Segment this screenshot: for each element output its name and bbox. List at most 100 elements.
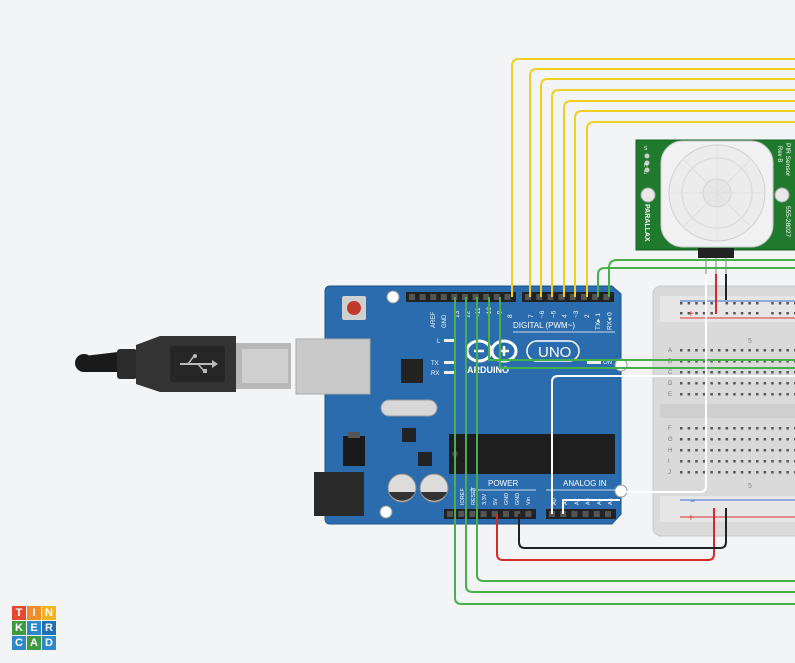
pin-label-analog: A1	[563, 498, 569, 505]
breadboard-row-label: D	[668, 381, 673, 387]
led-rx-label: RX	[431, 371, 439, 377]
power-header[interactable]	[444, 509, 536, 519]
breadboard-row-label: I	[668, 459, 670, 465]
wire-d12[interactable]	[465, 297, 795, 593]
wire-5v[interactable]	[496, 508, 715, 561]
logo-letter: A	[27, 636, 41, 650]
usb-cable[interactable]	[75, 336, 291, 392]
pin-label-digital: 7	[528, 314, 535, 318]
pin-label-analog: A5	[608, 498, 614, 505]
wire-analog-white-2[interactable]	[562, 499, 620, 514]
digital-header-high[interactable]	[406, 292, 516, 302]
pin-label-power: GND	[515, 493, 521, 505]
usb-port[interactable]	[295, 338, 371, 395]
mounting-hole	[379, 505, 393, 519]
pin-label-power: RESET	[471, 486, 477, 505]
rail-plus-label-bottom: +	[688, 513, 694, 524]
pin-label-power: GND	[504, 493, 510, 505]
atmega328p-chip	[449, 434, 615, 474]
logo-letter: K	[12, 621, 26, 635]
pin-label-analog: A2	[574, 498, 580, 505]
logo-letter: D	[42, 636, 56, 650]
pin-label-analog: A0	[552, 498, 558, 505]
pin-label-digital: ~3	[573, 310, 580, 318]
digital-header-low[interactable]	[522, 292, 614, 302]
power-section-label: POWER	[488, 479, 518, 488]
breadboard-row-label: E	[668, 392, 672, 398]
pin-label-digital: ~5	[550, 310, 557, 318]
tinkercad-logo[interactable]: T I N K E R C A D	[12, 606, 56, 650]
breadboard-row-label: J	[668, 470, 671, 476]
pir-brand-text: PARALLAX	[643, 204, 650, 242]
pin-label-gnd: GND	[442, 314, 448, 328]
wire-d6[interactable]	[540, 78, 795, 297]
wire-d0[interactable]	[608, 259, 795, 297]
pin-label-digital: ~11	[475, 307, 482, 318]
rail-minus-label-top: −	[690, 296, 695, 306]
wire-d4[interactable]	[563, 100, 795, 297]
rail-plus-label-top: +	[688, 309, 694, 320]
pin-label-digital: 13	[454, 310, 461, 318]
wire-d7[interactable]	[529, 68, 795, 297]
pin-label-power: IOREF	[460, 488, 466, 505]
on-led-label: ON	[603, 360, 612, 366]
wire-d2[interactable]	[586, 121, 795, 297]
pin-label-digital: ~6	[539, 310, 546, 318]
breadboard-row-label: A	[668, 348, 672, 354]
wire-d9[interactable]	[499, 297, 795, 369]
logo-letter: R	[42, 621, 56, 635]
wire-pir-out[interactable]	[620, 274, 707, 493]
pir-pin-label: S	[644, 146, 648, 152]
wire-d8[interactable]	[511, 58, 795, 297]
wires-green	[454, 259, 795, 605]
pin-label-digital: 12	[465, 310, 472, 318]
logo-letter: I	[27, 606, 41, 620]
pir-title-text: PIR Sensor	[784, 143, 791, 177]
wire-analog-white[interactable]	[551, 375, 795, 514]
column-mark-bottom: 5	[748, 483, 752, 490]
led-tx-label: TX	[431, 361, 439, 367]
power-jack[interactable]	[314, 472, 364, 516]
wire-d3[interactable]	[574, 110, 795, 297]
pin-label-analog: A3	[586, 498, 592, 505]
arduino-brand-text: ARDUINO	[467, 365, 509, 375]
pin-label-digital: 8	[507, 314, 514, 318]
wire-d11[interactable]	[476, 297, 795, 582]
wire-d5[interactable]	[551, 89, 795, 297]
wire-d10[interactable]	[488, 297, 795, 361]
usb-symbol-icon	[180, 354, 218, 373]
breadboard-row-label: H	[668, 448, 672, 454]
logo-letter: N	[42, 606, 56, 620]
led-l-label: L	[437, 339, 441, 345]
wire-d13[interactable]	[454, 297, 795, 605]
reset-button[interactable]	[347, 301, 361, 315]
analog-header[interactable]	[546, 509, 616, 519]
pin-label-aref: AREF	[431, 312, 437, 328]
pir-pin-indicators	[644, 153, 650, 173]
uno-model-text: UNO	[538, 344, 571, 361]
breadboard-row-label: F	[668, 426, 672, 432]
pin-label-power: 3.3V	[482, 493, 488, 505]
crystal	[380, 399, 438, 417]
wire-d1[interactable]	[597, 267, 795, 297]
breadboard-row-label: G	[668, 437, 673, 443]
capacitor	[419, 473, 449, 503]
rail-minus-label-bottom: −	[690, 496, 695, 506]
mounting-hole	[386, 290, 400, 304]
voltage-regulator	[343, 436, 365, 466]
analog-section-label: ANALOG IN	[563, 479, 607, 488]
wires-power	[496, 274, 795, 561]
column-mark-top: 5	[748, 338, 752, 345]
wire-gnd[interactable]	[518, 508, 727, 549]
pir-sensor[interactable]: SHL PARALLAX PIR Sensor Rev B 555-28027	[635, 139, 795, 274]
pin-label-digital: 4	[562, 314, 569, 318]
pin-label-digital: 2	[584, 314, 591, 318]
pir-header[interactable]	[698, 248, 734, 258]
atmega16u2-chip	[401, 359, 423, 383]
